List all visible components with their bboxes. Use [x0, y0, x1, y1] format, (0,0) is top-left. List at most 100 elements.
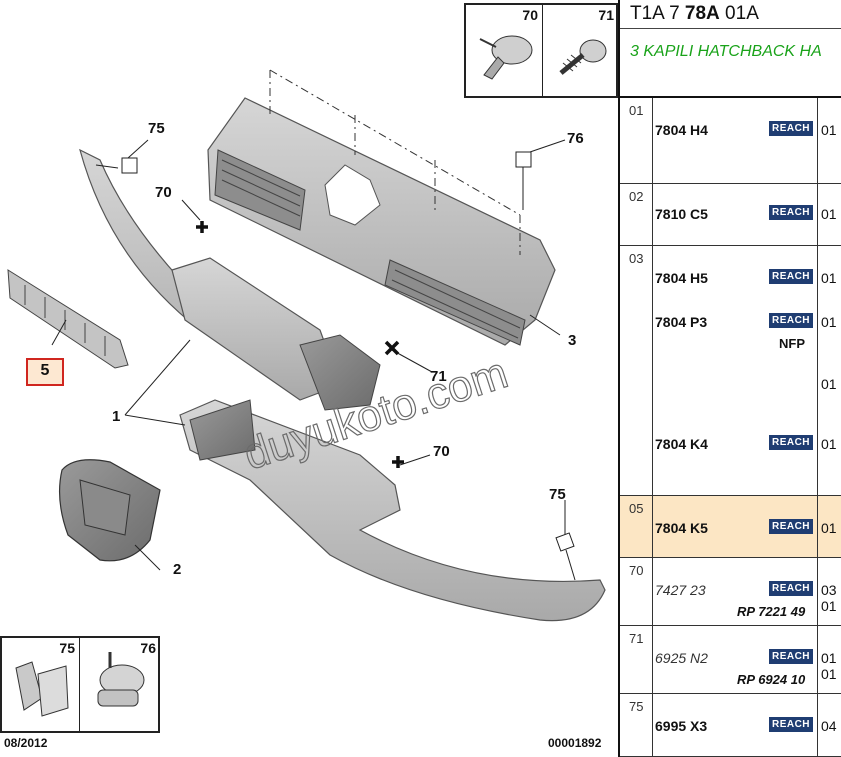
fastener-num-75: 75 — [59, 640, 75, 656]
column-divider — [817, 694, 818, 756]
part-number[interactable]: 7804 K5 — [655, 520, 708, 536]
reach-badge: REACH — [769, 269, 813, 284]
row-number: 03 — [629, 251, 644, 266]
part-entry[interactable]: 01 — [655, 374, 841, 398]
callout-75-lower: 75 — [549, 486, 566, 503]
part-row-02[interactable]: 02 7810 C5 REACH 01 — [620, 184, 841, 246]
clip-icon — [15, 661, 69, 717]
part-number[interactable]: 7804 H5 — [655, 270, 708, 286]
column-divider — [817, 496, 818, 557]
callout-leaders — [51, 139, 576, 581]
reach-badge: REACH — [769, 717, 813, 732]
nfp-note: NFP — [779, 336, 805, 351]
badge-part-2 — [58, 459, 161, 562]
column-divider — [652, 184, 653, 245]
part-number[interactable]: 7427 23 — [655, 582, 706, 598]
column-divider — [652, 496, 653, 557]
reach-badge: REACH — [769, 649, 813, 664]
exploded-parts-diagram: duyukoto.com 75 76 70 3 71 1 70 75 2 5 7… — [0, 3, 618, 750]
replacement-note: RP 7221 49 — [737, 604, 806, 619]
row-number: 05 — [629, 501, 644, 516]
part-number[interactable]: 6925 N2 — [655, 650, 708, 666]
upper-trim-part-1 — [79, 148, 381, 411]
reach-badge: REACH — [769, 519, 813, 534]
quantity: 04 — [821, 718, 837, 734]
reach-badge: REACH — [769, 581, 813, 596]
part-number[interactable]: 6995 X3 — [655, 718, 708, 734]
diagram-number: 00001892 — [548, 736, 602, 750]
reach-badge: REACH — [769, 313, 813, 328]
column-divider — [817, 626, 818, 693]
fastener-num-76: 76 — [140, 640, 156, 656]
part-entry[interactable]: 7810 C5 REACH 01 — [655, 204, 841, 228]
reach-badge: REACH — [769, 205, 813, 220]
column-divider — [652, 98, 653, 183]
callout-5-highlighted[interactable]: 5 — [26, 358, 64, 386]
quantity: 01 — [821, 206, 837, 222]
pin-clip-icon — [97, 652, 145, 707]
grille-part-3 — [207, 69, 556, 346]
quantity: 01 — [821, 314, 837, 330]
quantity: 01 — [821, 436, 837, 452]
part-row-75[interactable]: 75 6995 X3 REACH 04 — [620, 694, 841, 757]
quantity-secondary: 01 — [821, 666, 837, 682]
part-number[interactable]: 7810 C5 — [655, 206, 708, 222]
callout-71: 71 — [430, 368, 447, 385]
fastener-panel-top: 70 71 — [464, 3, 618, 98]
reference-code: T1A 7 78A 01A — [630, 3, 759, 25]
column-divider — [652, 558, 653, 625]
row-number: 71 — [629, 631, 644, 646]
row-number: 02 — [629, 189, 644, 204]
quantity: 03 — [821, 582, 837, 598]
callout-76-top: 76 — [567, 130, 584, 147]
row-number: 75 — [629, 699, 644, 714]
callout-2: 2 — [173, 561, 182, 578]
quantity: 01 — [821, 650, 837, 666]
part-number[interactable]: 7804 P3 — [655, 314, 708, 330]
quantity: 01 — [821, 270, 837, 286]
ref-suffix: 01A — [719, 3, 759, 24]
fastener-cell-75: 75 — [2, 638, 80, 731]
row-number: 70 — [629, 563, 644, 578]
column-divider — [652, 694, 653, 756]
part-entry[interactable]: 6995 X3 REACH 04 — [655, 716, 841, 740]
column-divider — [817, 184, 818, 245]
column-divider — [652, 246, 653, 495]
part-number[interactable]: 7804 K4 — [655, 436, 708, 452]
fastener-panel-bottom: 75 76 — [0, 636, 160, 733]
column-divider — [817, 558, 818, 625]
fastener-num-70: 70 — [522, 7, 538, 23]
callout-3: 3 — [568, 332, 577, 349]
fastener-cell-70: 70 — [466, 5, 543, 96]
row-number: 01 — [629, 103, 644, 118]
callout-70-top: 70 — [155, 184, 172, 201]
part-number[interactable]: 7804 H4 — [655, 122, 708, 138]
model-description: 3 KAPILI HATCHBACK HA — [630, 43, 822, 60]
quantity-secondary: 01 — [821, 598, 837, 614]
fastener-crosses — [196, 221, 404, 468]
quantity: 01 — [821, 376, 837, 392]
replacement-note: RP 6924 10 — [737, 672, 806, 687]
lower-trim-part-1 — [179, 399, 606, 622]
diagram-date: 08/2012 — [4, 736, 48, 750]
column-divider — [817, 246, 818, 495]
diagram-drawing: duyukoto.com — [7, 69, 606, 622]
reach-badge: REACH — [769, 121, 813, 136]
callout-70-lower: 70 — [433, 443, 450, 460]
column-divider — [817, 98, 818, 183]
part-entry[interactable]: 7804 H5 REACH 01 — [655, 268, 841, 292]
bracket-part-5 — [7, 269, 129, 369]
column-divider — [652, 626, 653, 693]
